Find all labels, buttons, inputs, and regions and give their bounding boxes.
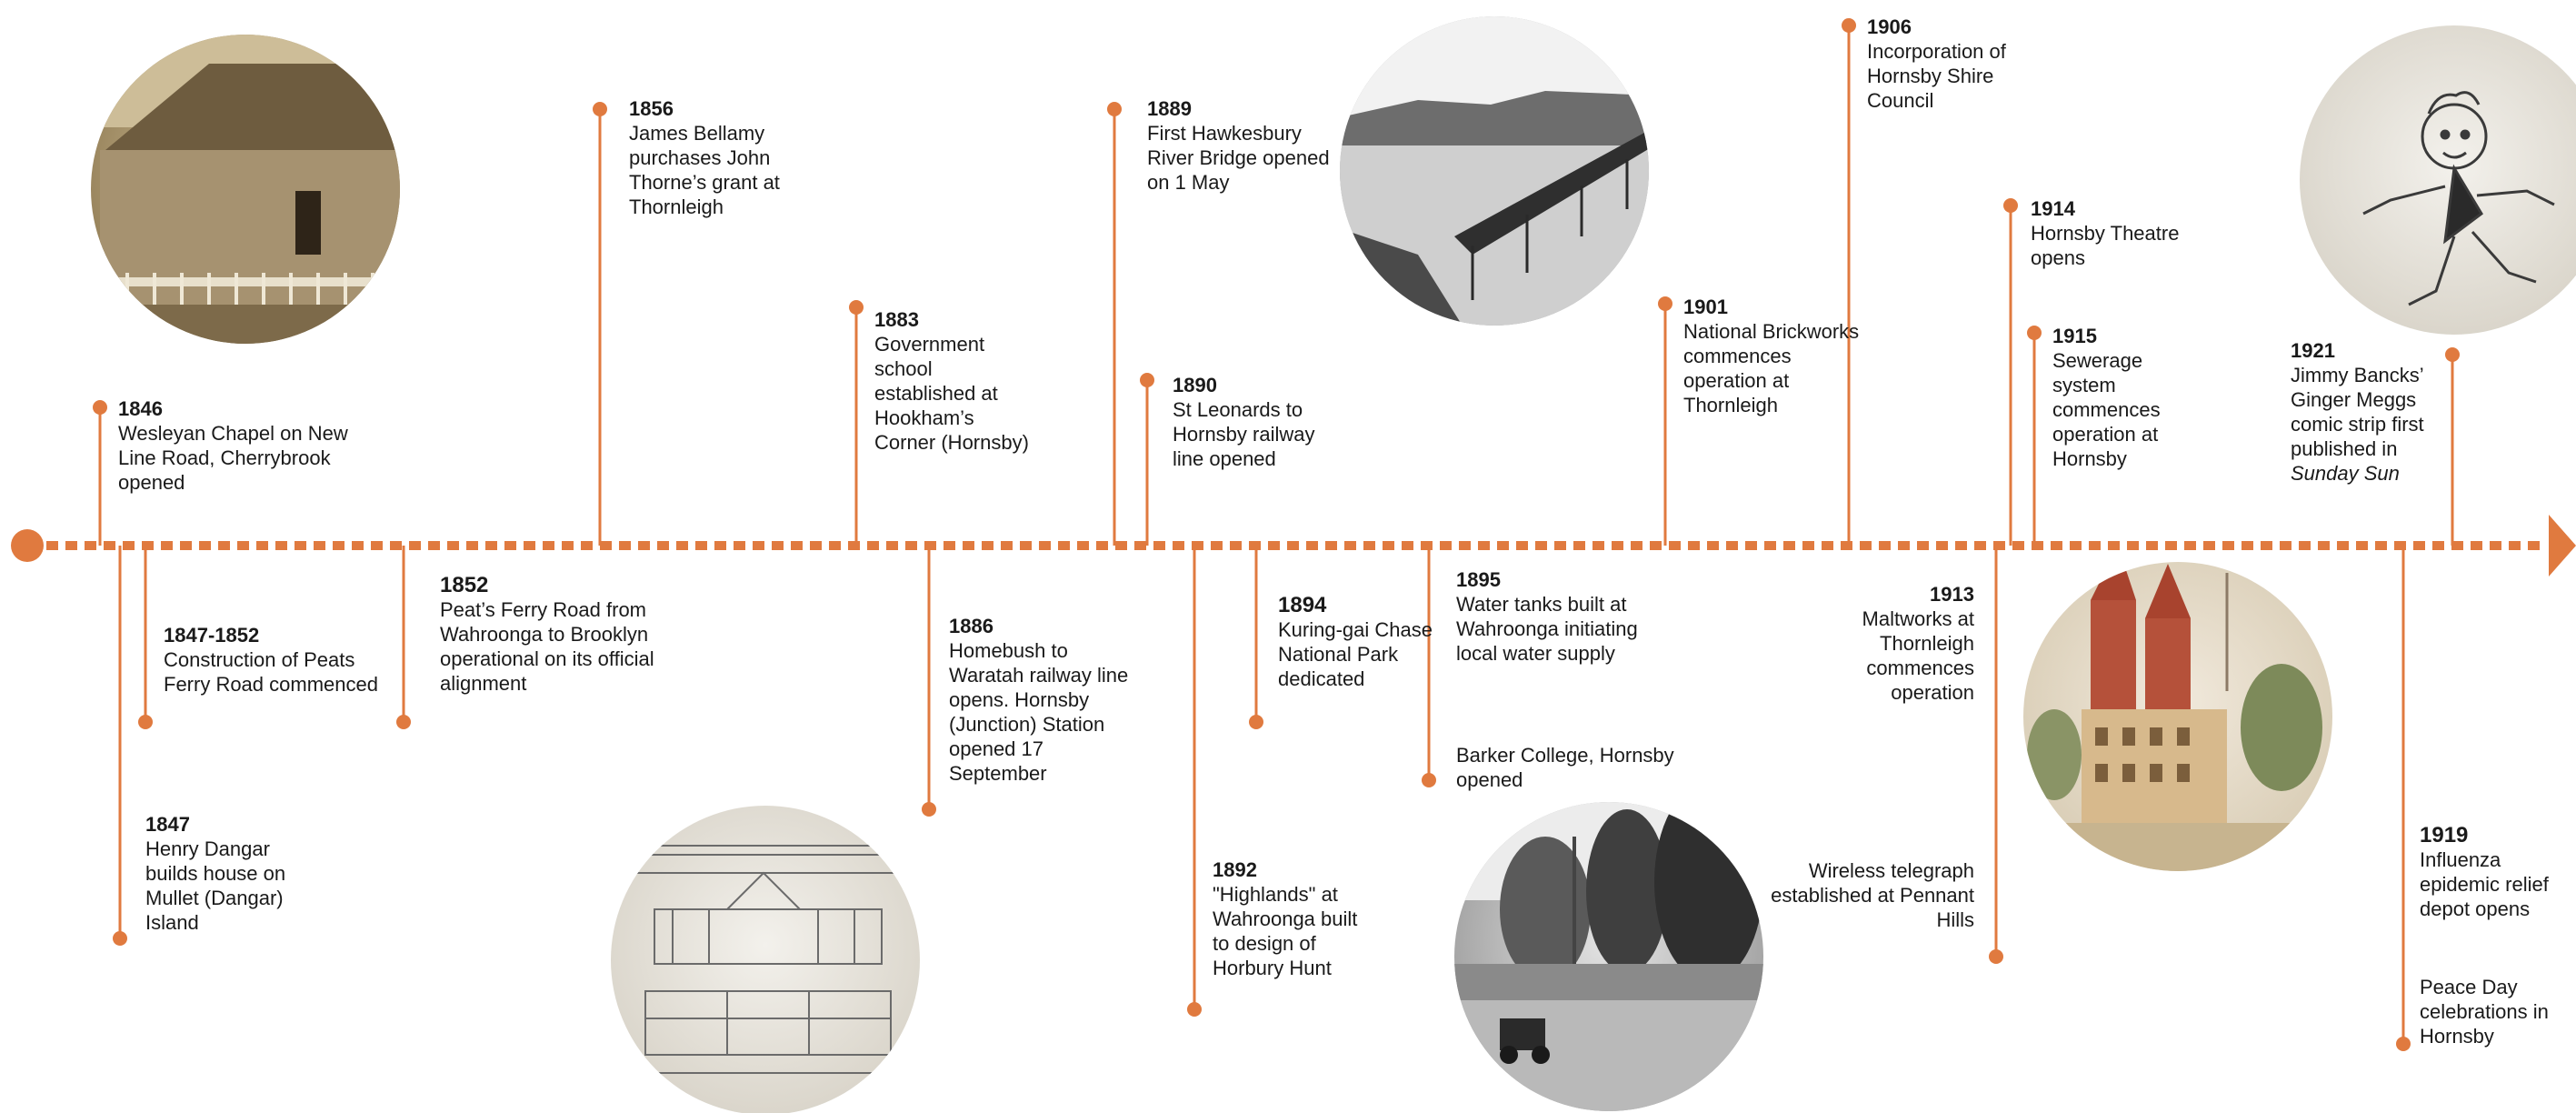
event-text: Peat’s Ferry Road from Wahroonga to Broo…: [440, 598, 654, 695]
event-text: Maltworks at Thornleigh commences operat…: [1862, 607, 1974, 704]
event-year: 1847: [145, 813, 190, 836]
timeline-stem-dot: [2445, 347, 2460, 362]
timeline-end-arrow: [2549, 515, 2576, 577]
event-1852: 1852 Peat’s Ferry Road from Wahroonga to…: [440, 573, 676, 696]
event-year: 1914: [2031, 197, 2075, 220]
timeline-axis: [11, 515, 2576, 577]
event-text: Hornsby Theatre opens: [2031, 222, 2180, 269]
event-1846: 1846 Wesleyan Chapel on New Line Road, C…: [118, 396, 382, 495]
event-year: 1913: [1930, 583, 1974, 606]
event-text: Jimmy Bancks’ Ginger Meggs comic strip f…: [2291, 364, 2424, 485]
event-year: 1886: [949, 615, 993, 637]
event-1847: 1847 Henry Dangar builds house on Mullet…: [145, 812, 327, 935]
timeline-stem-dot: [396, 715, 411, 729]
event-text: Incorporation of Hornsby Shire Council: [1867, 40, 2006, 112]
event-text: National Brickworks commences operation …: [1683, 320, 1860, 416]
event-text: First Hawkesbury River Bridge opened on …: [1147, 122, 1330, 194]
event-text: Homebush to Waratah railway line opens. …: [949, 639, 1129, 785]
event-text: James Bellamy purchases John Thorne’s gr…: [629, 122, 780, 218]
timeline-stem-dot: [1422, 773, 1436, 787]
event-year: 1921: [2291, 339, 2335, 362]
timeline-stem-dot: [2027, 326, 2042, 340]
event-year: 1890: [1173, 374, 1217, 396]
event-1892: 1892 "Highlands" at Wahroonga built to d…: [1213, 857, 1376, 980]
event-year: 1847-1852: [164, 624, 260, 647]
event-1921: 1921 Jimmy Bancks’ Ginger Meggs comic st…: [2291, 338, 2463, 486]
event-year: 1852: [440, 573, 489, 597]
timeline-stem-dot: [1107, 102, 1122, 116]
timeline-stem-dot: [2003, 198, 2018, 213]
timeline-start-dot: [11, 529, 44, 562]
event-text: Wesleyan Chapel on New Line Road, Cherry…: [118, 422, 348, 494]
event-year: 1915: [2052, 325, 2097, 347]
event-text: Sewerage system commences operation at H…: [2052, 349, 2161, 470]
photo-street-scene: [1454, 802, 1763, 1111]
event-year: 1889: [1147, 97, 1192, 120]
timeline-stem-dot: [1989, 949, 2003, 964]
event-text: "Highlands" at Wahroonga built to design…: [1213, 883, 1358, 979]
photo-maltworks-painting: [2023, 562, 2332, 871]
event-1883: 1883 Government school established at Ho…: [874, 307, 1038, 455]
event-barker-college: Barker College, Hornsby opened: [1456, 743, 1674, 792]
event-text: Peace Day celebrations in Hornsby: [2420, 976, 2549, 1048]
event-1856: 1856 James Bellamy purchases John Thorne…: [629, 96, 829, 219]
timeline-stem-dot: [2396, 1037, 2411, 1051]
event-year: 1846: [118, 397, 163, 420]
event-text: St Leonards to Hornsby railway line open…: [1173, 398, 1315, 470]
event-1919: 1919 Influenza epidemic relief depot ope…: [2420, 823, 2574, 921]
event-wireless-telegraph: Wireless telegraph established at Pennan…: [1763, 858, 1974, 932]
event-1889: 1889 First Hawkesbury River Bridge opene…: [1147, 96, 1338, 195]
event-text: Water tanks built at Wahroonga initiatin…: [1456, 593, 1638, 665]
timeline-stem-dot: [1187, 1002, 1202, 1017]
event-year: 1883: [874, 308, 919, 331]
timeline-stem-dot: [593, 102, 607, 116]
event-1901: 1901 National Brickworks commences opera…: [1683, 295, 1865, 417]
timeline-stem-dot: [1842, 18, 1856, 33]
event-year: 1894: [1278, 593, 1327, 617]
event-1914: 1914 Hornsby Theatre opens: [2031, 196, 2212, 270]
timeline-stem-dot: [922, 802, 936, 817]
timeline-stem-dot: [138, 715, 153, 729]
event-1847-1852: 1847-1852 Construction of Peats Ferry Ro…: [164, 623, 400, 697]
event-text: Wireless telegraph established at Pennan…: [1771, 859, 1974, 931]
sunday-sun-italic: Sunday Sun: [2291, 462, 2400, 485]
timeline-stem-dot: [113, 931, 127, 946]
timeline-stem-dot: [93, 400, 107, 415]
photo-station-plan: [611, 806, 920, 1113]
event-text: Construction of Peats Ferry Road commenc…: [164, 648, 378, 696]
event-text: Influenza epidemic relief depot opens: [2420, 848, 2549, 920]
timeline-stem-dot: [1249, 715, 1263, 729]
event-1886: 1886 Homebush to Waratah railway line op…: [949, 614, 1140, 786]
event-peace-day: Peace Day celebrations in Hornsby: [2420, 975, 2574, 1048]
event-1895: 1895 Water tanks built at Wahroonga init…: [1456, 567, 1674, 666]
event-text: Barker College, Hornsby opened: [1456, 744, 1674, 791]
timeline-stem-dot: [849, 300, 864, 315]
event-year: 1856: [629, 97, 674, 120]
event-1915: 1915 Sewerage system commences operation…: [2052, 324, 2198, 471]
event-1890: 1890 St Leonards to Hornsby railway line…: [1173, 373, 1336, 471]
event-year: 1892: [1213, 858, 1257, 881]
timeline-stem-dot: [1658, 296, 1672, 311]
event-text: Government school established at Hookham…: [874, 333, 1029, 454]
timeline-stems: [93, 18, 2460, 1051]
event-1894: 1894 Kuring-gai Chase National Park dedi…: [1278, 593, 1433, 691]
photo-chapel: [91, 35, 400, 344]
event-1913: 1913 Maltworks at Thornleigh commences o…: [1796, 582, 1974, 705]
photo-ginger-meggs-sketch: [2300, 25, 2576, 335]
event-year: 1901: [1683, 296, 1728, 318]
event-text: Kuring-gai Chase National Park dedicated: [1278, 618, 1433, 690]
event-year: 1906: [1867, 15, 1912, 38]
photo-hawkesbury-bridge: [1340, 16, 1649, 326]
event-year: 1919: [2420, 823, 2469, 847]
event-1906: 1906 Incorporation of Hornsby Shire Coun…: [1867, 15, 2049, 113]
timeline-stem-dot: [1140, 373, 1154, 387]
event-text: Henry Dangar builds house on Mullet (Dan…: [145, 837, 286, 934]
event-year: 1895: [1456, 568, 1501, 591]
